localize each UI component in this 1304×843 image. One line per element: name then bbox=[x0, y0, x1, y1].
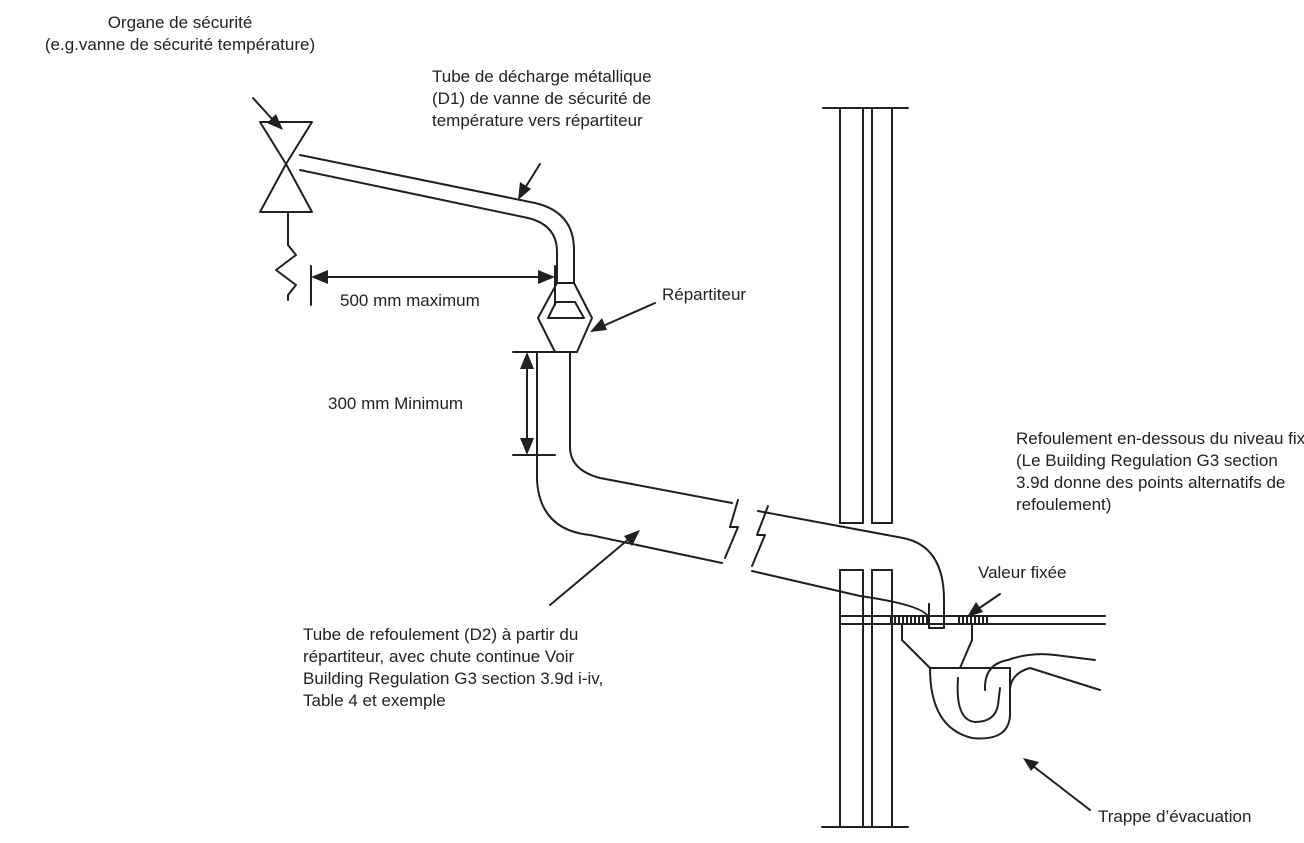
dimension-500mm bbox=[310, 265, 556, 306]
label-safety-device: Organe de sécurité (e.g.vanne de sécurit… bbox=[44, 13, 316, 54]
label-tundish: Répartiteur bbox=[662, 285, 747, 304]
trap-icon bbox=[901, 623, 1101, 740]
label-500mm-maximum: 500 mm maximum bbox=[340, 291, 480, 310]
label-discharge-below-level: Refoulement en-dessous du niveau fixé (L… bbox=[1016, 429, 1304, 514]
label-trap: Trappe d’évacuation bbox=[1098, 807, 1252, 826]
tundish-icon bbox=[537, 282, 593, 353]
leader-arrows bbox=[252, 97, 1091, 811]
label-d2-tube: Tube de refoulement (D2) à partir du rép… bbox=[303, 625, 604, 710]
wall bbox=[821, 107, 909, 828]
label-300mm-minimum: 300 mm Minimum bbox=[328, 394, 464, 413]
dimension-300mm bbox=[512, 351, 556, 456]
d1-metal-tube bbox=[299, 154, 575, 284]
d2-discharge-tube bbox=[536, 351, 945, 629]
vertical-discharge-pipe bbox=[928, 603, 945, 629]
label-metal-tube: Tube de décharge métallique (D1) de vann… bbox=[432, 67, 652, 130]
label-fixed-value: Valeur fixée bbox=[978, 563, 1067, 582]
safety-valve-icon bbox=[259, 121, 313, 301]
